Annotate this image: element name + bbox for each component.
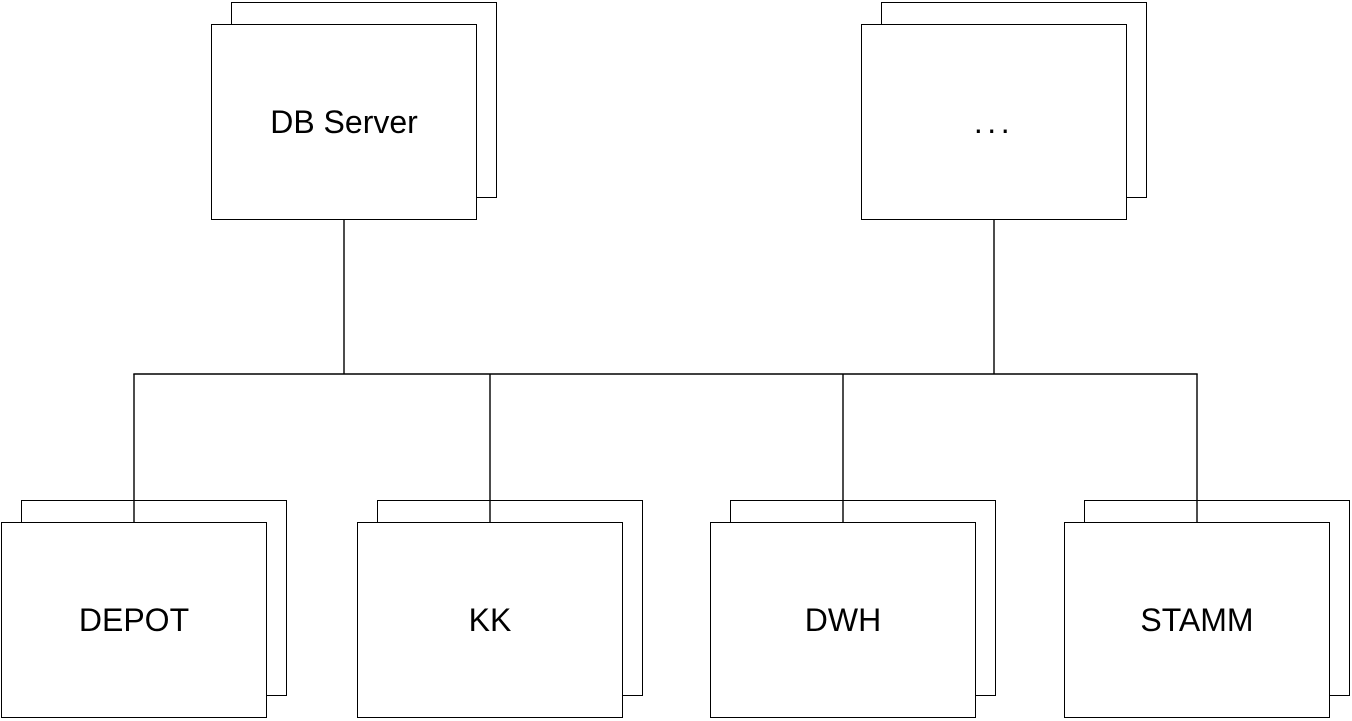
- node-ellipsis-label: ...: [973, 103, 1015, 140]
- node-depot: DEPOT: [1, 500, 287, 718]
- node-dwh-label: DWH: [804, 601, 882, 638]
- node-stamm: STAMM: [1064, 500, 1350, 718]
- node-db-server-front-box: DB Server: [211, 24, 477, 220]
- node-depot-front-box: DEPOT: [1, 522, 267, 718]
- node-kk-front-box: KK: [357, 522, 623, 718]
- node-stamm-label: STAMM: [1140, 601, 1254, 638]
- node-stamm-front-box: STAMM: [1064, 522, 1330, 718]
- node-db-server-label: DB Server: [270, 103, 418, 140]
- node-kk: KK: [357, 500, 643, 718]
- node-db-server: DB Server: [211, 2, 497, 220]
- node-ellipsis: ...: [861, 2, 1147, 220]
- node-dwh-front-box: DWH: [710, 522, 976, 718]
- node-dwh: DWH: [710, 500, 996, 718]
- node-depot-label: DEPOT: [78, 601, 190, 638]
- node-ellipsis-front-box: ...: [861, 24, 1127, 220]
- node-kk-label: KK: [468, 601, 512, 638]
